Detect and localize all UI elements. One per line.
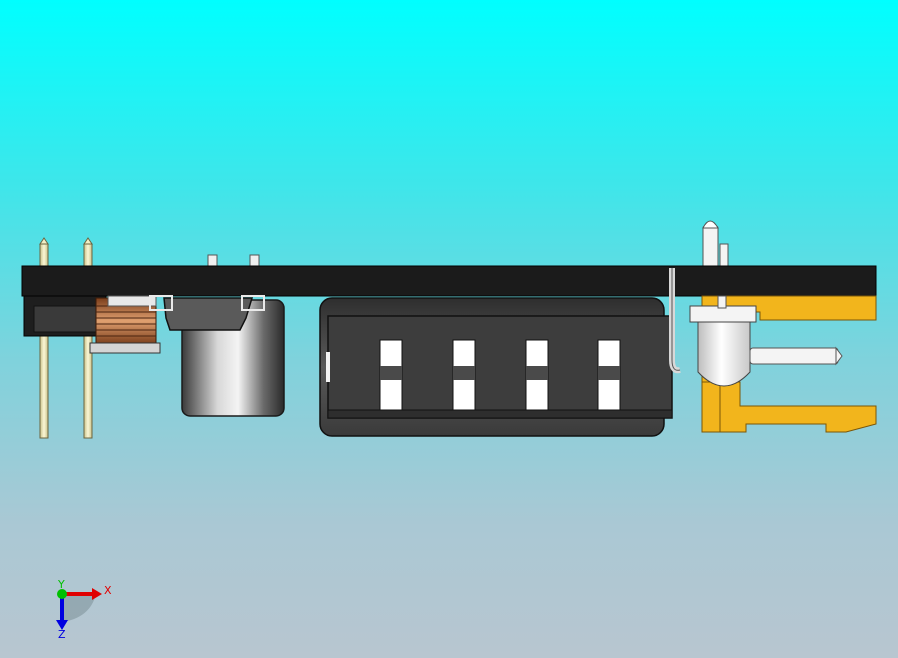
led-side-pin bbox=[749, 347, 839, 365]
x-axis-label: X bbox=[104, 584, 112, 597]
led-lead-long bbox=[702, 225, 719, 269]
battery-side-contact bbox=[326, 352, 330, 382]
header-pin-2-tip bbox=[83, 237, 93, 245]
capacitor-lead-right bbox=[241, 295, 265, 311]
capacitor-lead-left bbox=[149, 295, 173, 311]
battery-foot bbox=[327, 409, 673, 419]
z-axis-arrow bbox=[56, 620, 68, 630]
battery-slot-band-3 bbox=[526, 366, 548, 380]
header-pin-1-tip bbox=[39, 237, 49, 245]
coordinate-triad: X Y Z bbox=[56, 578, 112, 641]
battery-wire-outline bbox=[671, 268, 681, 371]
led-lead-long-tip bbox=[702, 220, 719, 229]
battery-slot-band-4 bbox=[598, 366, 620, 380]
battery-holder bbox=[319, 268, 681, 437]
pcb-board bbox=[21, 265, 877, 297]
electrolytic-capacitor bbox=[149, 295, 285, 417]
battery-slot-band-1 bbox=[380, 366, 402, 380]
led-side-pin-tip bbox=[835, 346, 843, 366]
led bbox=[689, 295, 843, 387]
capacitor-base-plate bbox=[163, 297, 254, 331]
power-inductor bbox=[89, 295, 161, 354]
z-axis-label: Z bbox=[58, 628, 66, 641]
header-housing-face bbox=[33, 305, 99, 333]
led-dome bbox=[697, 321, 751, 387]
led-lead-short bbox=[719, 243, 729, 269]
triad-shadow bbox=[60, 594, 96, 622]
battery-slot-band-2 bbox=[453, 366, 475, 380]
inductor-top-clip bbox=[107, 295, 157, 307]
inductor-base bbox=[89, 342, 161, 354]
y-axis-label: Y bbox=[57, 578, 65, 591]
x-axis-arrow bbox=[92, 588, 102, 600]
led-lead-through bbox=[717, 295, 727, 309]
y-axis-dot bbox=[57, 589, 67, 599]
